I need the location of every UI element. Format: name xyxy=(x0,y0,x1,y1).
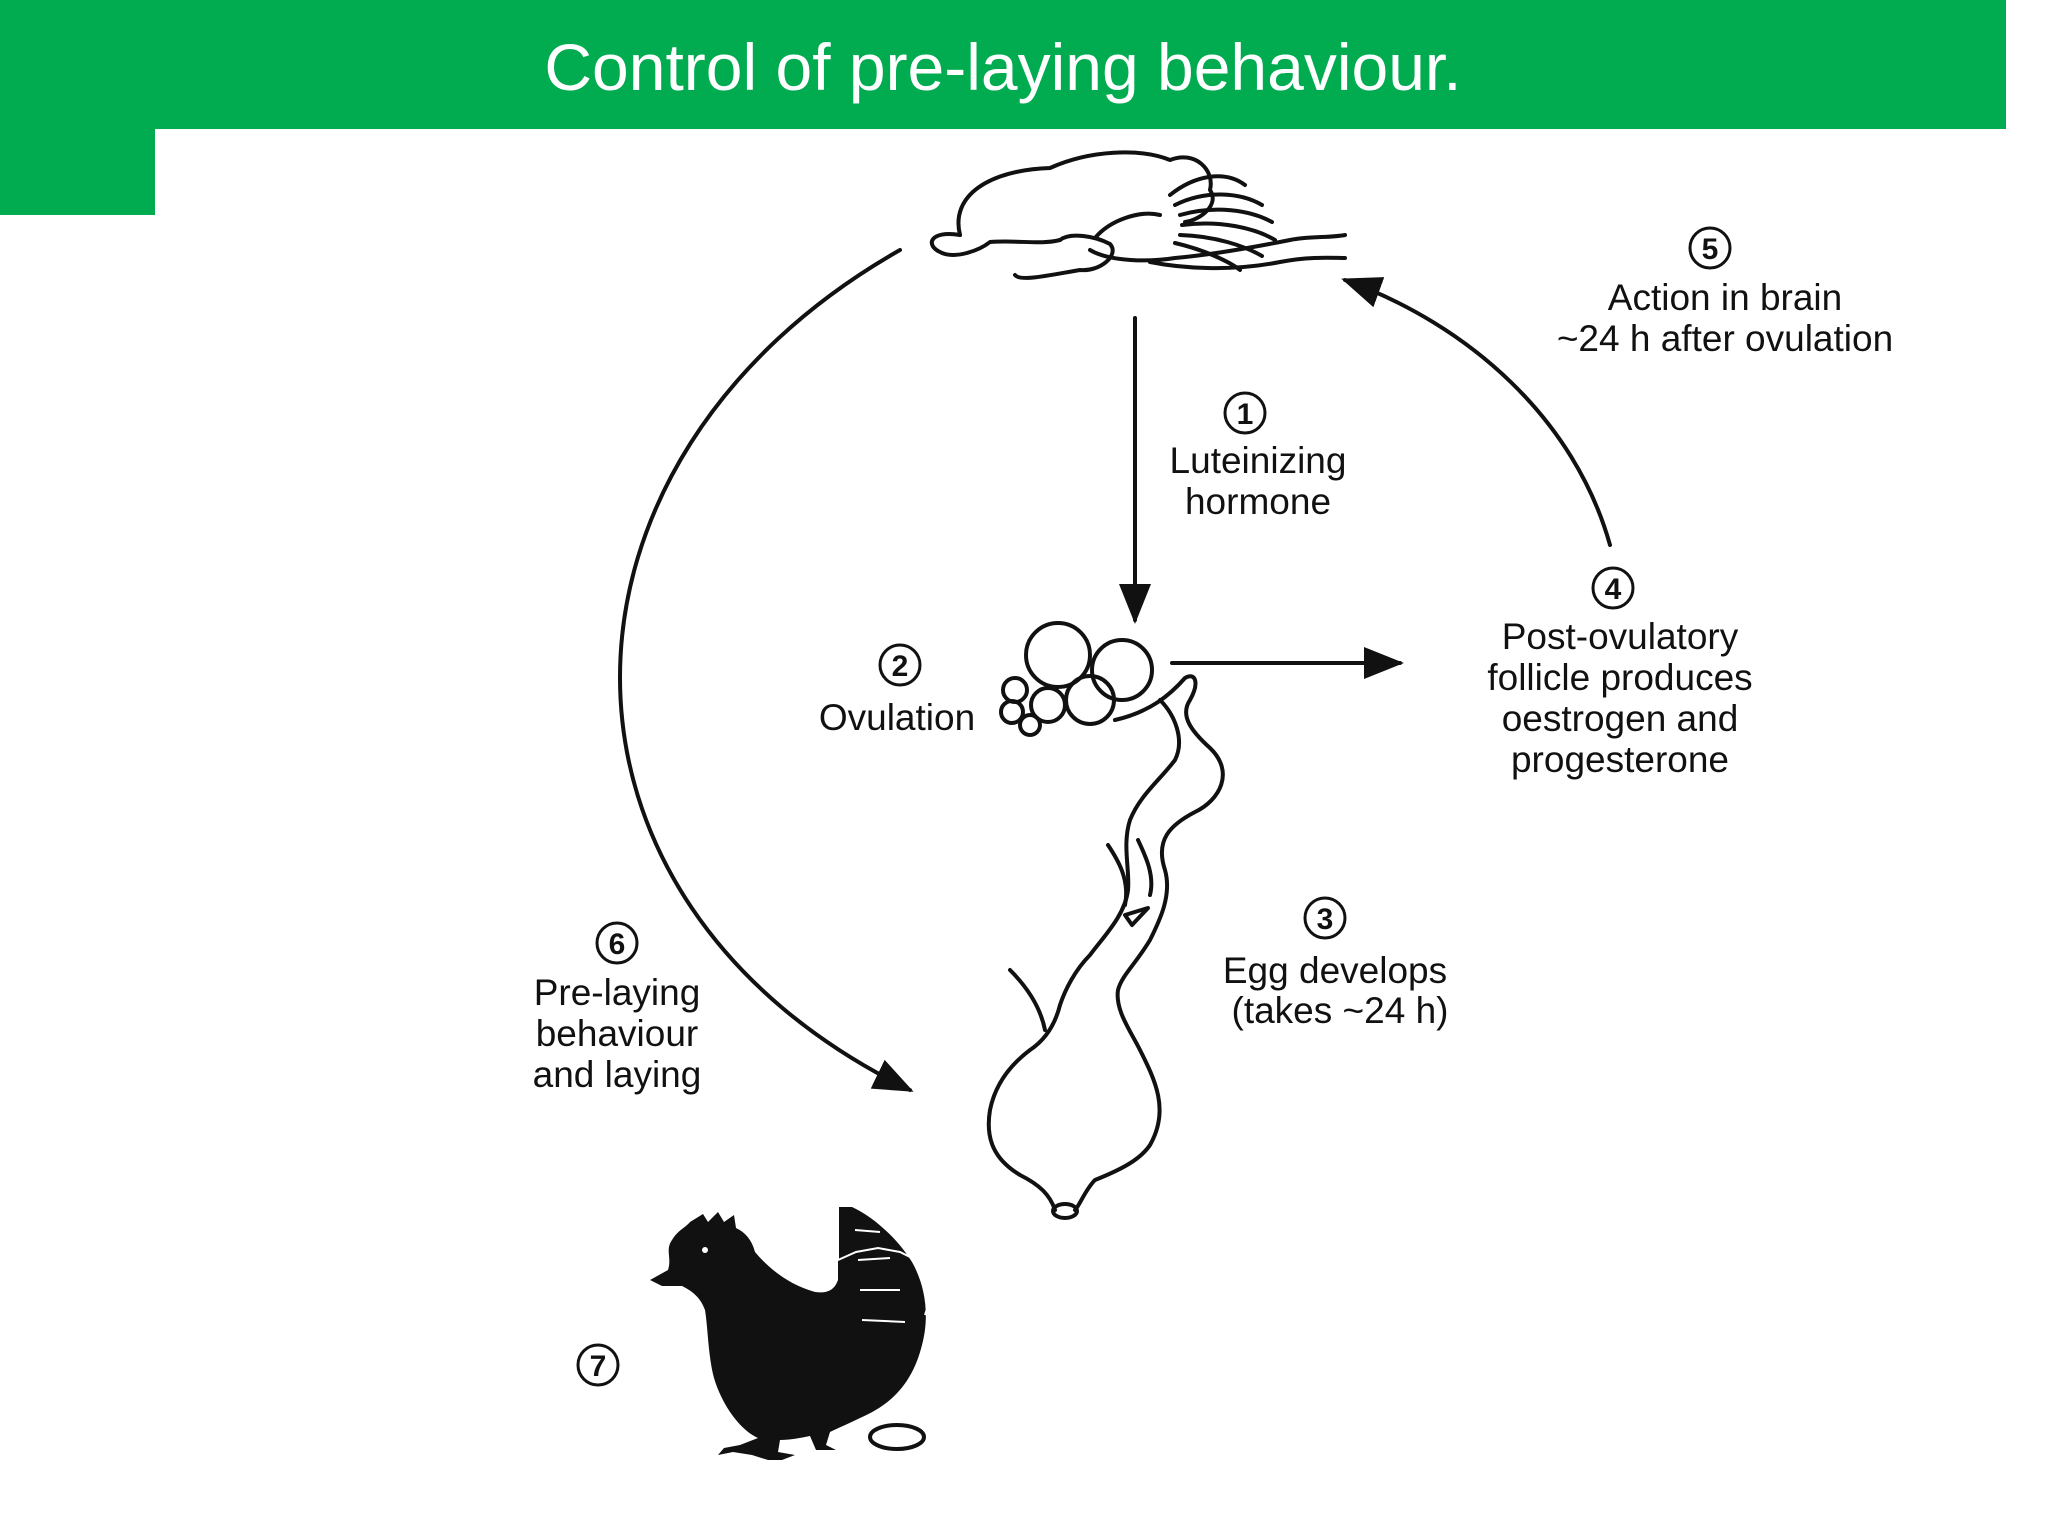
step-3-number: 3 xyxy=(1317,903,1334,936)
svg-text:progesterone: progesterone xyxy=(1511,739,1729,780)
svg-text:Pre-laying: Pre-laying xyxy=(534,972,701,1013)
title-bar-tab xyxy=(0,129,155,215)
svg-text:and laying: and laying xyxy=(533,1054,702,1095)
step-3-label: 3 Egg develops (takes ~24 h) xyxy=(1223,896,1449,1031)
step-6-number: 6 xyxy=(609,928,626,961)
svg-text:follicle produces: follicle produces xyxy=(1487,657,1752,698)
oviduct-illustration xyxy=(986,674,1225,1220)
svg-text:Egg develops: Egg develops xyxy=(1223,950,1447,991)
svg-text:Ovulation: Ovulation xyxy=(819,697,975,738)
step-2-label: 2 Ovulation xyxy=(819,643,975,738)
step-2-number: 2 xyxy=(892,650,909,683)
svg-text:hormone: hormone xyxy=(1185,481,1331,522)
svg-text:(takes ~24 h): (takes ~24 h) xyxy=(1232,990,1449,1031)
step-1-label: 1 Luteinizing hormone xyxy=(1170,391,1347,522)
slide-title: Control of pre-laying behaviour. xyxy=(544,30,1462,104)
step-6-label: 6 Pre-laying behaviour and laying xyxy=(533,921,702,1095)
ovary-illustration xyxy=(999,621,1154,737)
svg-text:behaviour: behaviour xyxy=(536,1013,699,1054)
title-bar xyxy=(0,0,2006,129)
hen-silhouette xyxy=(650,1207,932,1460)
egg-icon xyxy=(868,1423,926,1451)
step-1-number: 1 xyxy=(1237,398,1254,431)
svg-text:Action in brain: Action in brain xyxy=(1608,277,1842,318)
brain-illustration xyxy=(929,150,1347,280)
step-5-label: 5 Action in brain ~24 h after ovulation xyxy=(1557,226,1893,359)
step-5-number: 5 xyxy=(1702,233,1719,266)
svg-text:oestrogen and: oestrogen and xyxy=(1502,698,1739,739)
step-4-number: 4 xyxy=(1605,573,1622,606)
svg-text:Post-ovulatory: Post-ovulatory xyxy=(1502,616,1739,657)
step-4-label: 4 Post-ovulatory follicle produces oestr… xyxy=(1487,566,1753,780)
step-7-number: 7 xyxy=(590,1350,607,1383)
svg-text:~24 h after ovulation: ~24 h after ovulation xyxy=(1557,318,1893,359)
step-7-label: 7 xyxy=(576,1343,620,1387)
brain-feedback-arrow xyxy=(1341,277,1612,547)
laying-behaviour-arrow xyxy=(618,248,914,1092)
svg-text:Luteinizing: Luteinizing xyxy=(1170,440,1347,481)
